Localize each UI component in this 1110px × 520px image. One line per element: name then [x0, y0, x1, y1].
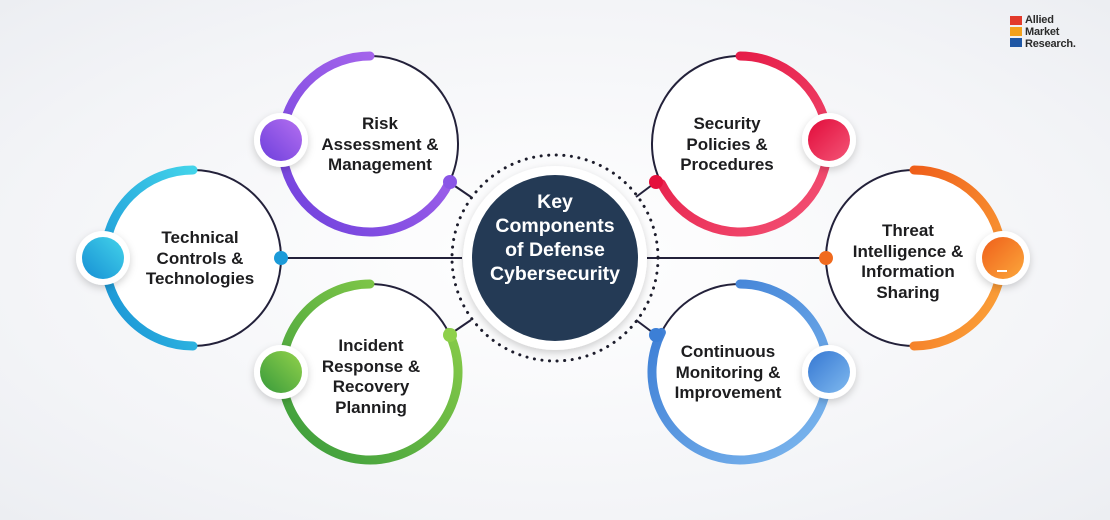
purple-dot-icon	[260, 119, 302, 161]
incident-connector-dot	[443, 328, 457, 342]
label-threat: Threat Intelligence & Information Sharin…	[818, 221, 998, 303]
logo-square-orange-icon	[1010, 27, 1022, 36]
security-color-arc	[656, 51, 833, 237]
risk-connector-dot	[443, 175, 457, 189]
label-line: Security	[693, 114, 761, 133]
orange-dot-icon	[982, 237, 1024, 279]
label-line: Continuous	[680, 342, 776, 361]
node-risk	[254, 51, 459, 237]
center-line: Cybersecurity	[489, 263, 621, 285]
allied-market-research-logo: Allied Market Research.	[1010, 14, 1102, 60]
center-disc	[472, 175, 638, 341]
continuous-color-arc	[647, 279, 833, 465]
label-line: Recovery	[332, 377, 410, 396]
label-line: Sharing	[876, 282, 940, 302]
technical-connector-dot	[274, 251, 288, 265]
label-incident: Incident Response & Recovery Planning	[281, 336, 461, 418]
label-line: Monitoring &	[675, 362, 781, 382]
label-security: Security Policies & Procedures	[637, 114, 817, 176]
label-line: Risk	[362, 114, 398, 133]
node-security	[649, 51, 856, 237]
label-line: Procedures	[680, 155, 774, 174]
red-dot-icon	[808, 119, 850, 161]
label-risk: Risk Assessment & Management	[290, 114, 470, 176]
blue-dot-icon	[808, 351, 850, 393]
node-technical	[76, 165, 288, 351]
label-line: Management	[328, 155, 432, 174]
label-continuous: Continuous Monitoring & Improvement	[638, 342, 818, 404]
incident-color-arc	[277, 279, 463, 465]
continuous-dark-arc	[660, 283, 741, 333]
label-line: Incident	[338, 336, 404, 355]
risk-color-arc	[277, 51, 454, 237]
logo-line: Allied	[1025, 14, 1054, 26]
node-continuous	[647, 279, 856, 465]
label-line: Technical	[161, 228, 239, 247]
center-dotted-ring	[450, 153, 660, 363]
label-line: Threat	[882, 221, 934, 240]
label-line: Information	[861, 262, 955, 281]
center-hub	[450, 153, 660, 363]
label-line: Assessment &	[321, 134, 439, 154]
label-line: Controls &	[156, 248, 244, 268]
center-line: Components	[495, 215, 615, 237]
label-line: Improvement	[674, 383, 782, 402]
logo-line: Market	[1025, 26, 1060, 38]
orange-dot-icon-mark	[997, 270, 1007, 272]
center-title: Key Components of Defense Cybersecurity	[470, 190, 640, 286]
security-dark-arc	[651, 55, 741, 185]
threat-connector-dot	[819, 251, 833, 265]
logo-square-blue-icon	[1010, 38, 1022, 47]
label-line: Response &	[321, 356, 421, 376]
incident-dark-arc	[369, 283, 450, 333]
label-technical: Technical Controls & Technologies	[110, 228, 290, 290]
node-threat	[819, 165, 1030, 351]
node-incident	[254, 279, 463, 465]
logo-line: Research.	[1025, 38, 1076, 50]
center-line: of Defense	[505, 239, 605, 261]
center-line: Key	[537, 191, 573, 213]
label-line: Intelligence &	[852, 241, 964, 261]
risk-dark-arc	[369, 55, 459, 185]
label-line: Policies &	[686, 134, 768, 154]
label-line: Technologies	[145, 269, 255, 288]
cyan-dot-icon	[82, 237, 124, 279]
logo-square-red-icon	[1010, 16, 1022, 25]
continuous-connector-dot	[649, 328, 663, 342]
label-line: Planning	[335, 397, 407, 417]
security-connector-dot	[649, 175, 663, 189]
green-dot-icon	[260, 351, 302, 393]
